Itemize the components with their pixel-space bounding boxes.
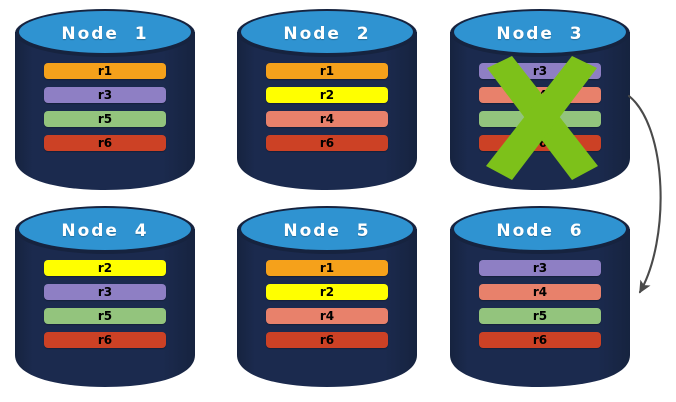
replica-bar[interactable]: r6 xyxy=(44,135,166,151)
replica-bar[interactable]: r5 xyxy=(44,308,166,324)
replica-bar[interactable]: r1 xyxy=(266,260,388,276)
replica-bar[interactable]: r1 xyxy=(44,63,166,79)
replica-bar[interactable]: r5 xyxy=(44,111,166,127)
replica-list: r1 r3 r5 r6 xyxy=(44,63,166,151)
replica-bar[interactable]: r4 xyxy=(479,87,601,103)
replica-bar[interactable]: r6 xyxy=(479,135,601,151)
replica-bar[interactable]: r4 xyxy=(479,284,601,300)
replica-bar[interactable]: r6 xyxy=(266,332,388,348)
replica-bar[interactable]: r5 xyxy=(479,308,601,324)
replica-bar[interactable]: r3 xyxy=(44,87,166,103)
replica-list: r1 r2 r4 r6 xyxy=(266,63,388,151)
replica-bar[interactable]: r4 xyxy=(266,111,388,127)
replica-list: r2 r3 r5 r6 xyxy=(44,260,166,348)
replica-bar[interactable]: r6 xyxy=(479,332,601,348)
cylinder-top-face xyxy=(241,11,413,53)
replica-bar[interactable]: r6 xyxy=(44,332,166,348)
replica-bar[interactable]: r1 xyxy=(266,63,388,79)
cylinder-top-face xyxy=(454,208,626,250)
replica-list: r3 r4 r5 r6 xyxy=(479,260,601,348)
replica-bar[interactable]: r2 xyxy=(266,87,388,103)
replica-bar[interactable]: r2 xyxy=(266,284,388,300)
replica-bar[interactable]: r3 xyxy=(479,63,601,79)
cylinder-top-face xyxy=(454,11,626,53)
replica-bar[interactable]: r5 xyxy=(479,111,601,127)
failover-arrow-path xyxy=(627,94,662,294)
replica-list: r1 r2 r4 r6 xyxy=(266,260,388,348)
cylinder-top-face xyxy=(241,208,413,250)
replica-bar[interactable]: r3 xyxy=(44,284,166,300)
cylinder-top-face xyxy=(19,11,191,53)
replica-bar[interactable]: r6 xyxy=(266,135,388,151)
replica-list: r3 r4 r5 r6 xyxy=(479,63,601,151)
cylinder-top-face xyxy=(19,208,191,250)
replica-bar[interactable]: r3 xyxy=(479,260,601,276)
replica-bar[interactable]: r2 xyxy=(44,260,166,276)
replica-bar[interactable]: r4 xyxy=(266,308,388,324)
